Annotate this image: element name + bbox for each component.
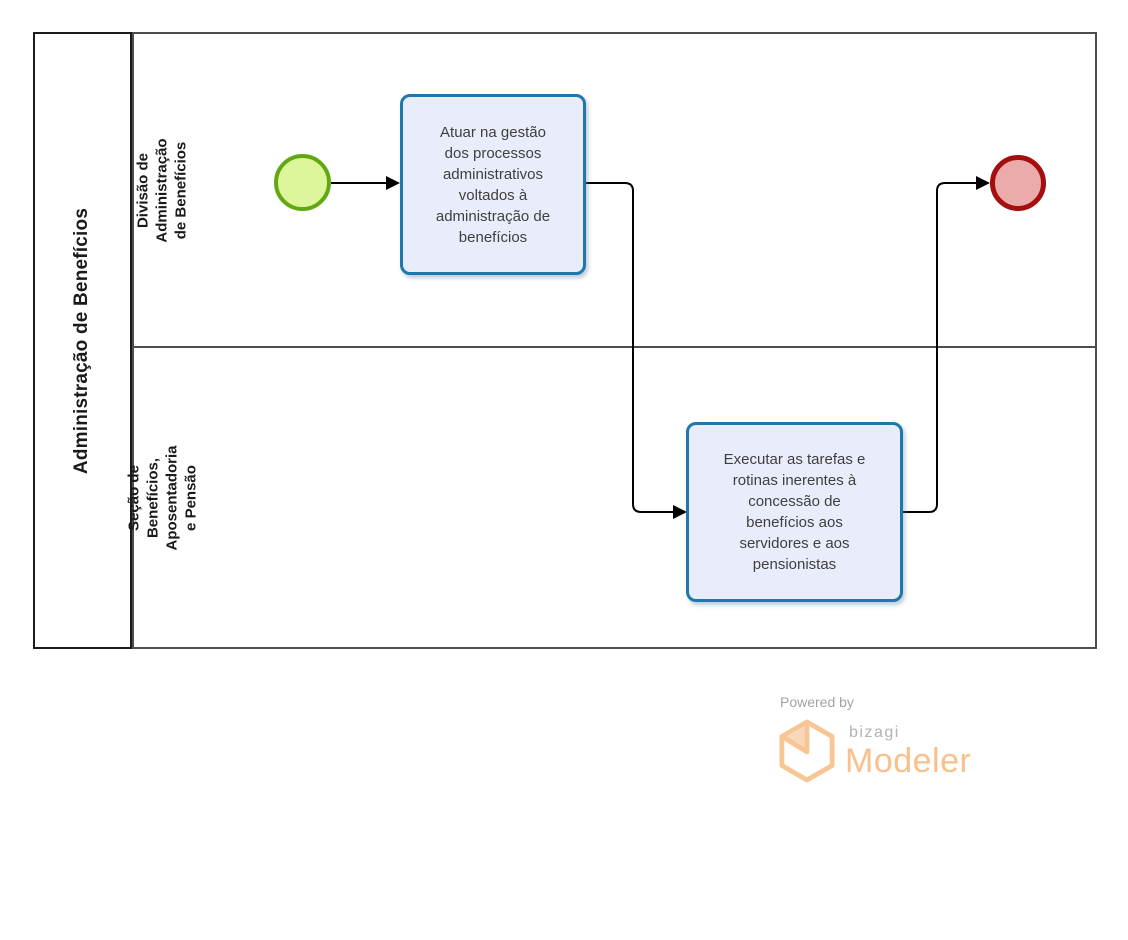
modeler-wordmark: Modeler bbox=[845, 742, 972, 780]
task-atuar-na-gestao: Atuar na gestão dos processos administra… bbox=[400, 94, 586, 275]
lane-label-secao: Seção de Benefícios, Aposentadoria e Pen… bbox=[125, 444, 200, 551]
task-label: Executar as tarefas e rotinas inerentes … bbox=[723, 451, 866, 573]
powered-by-label: Powered by bbox=[780, 694, 854, 710]
start-event bbox=[274, 154, 331, 211]
bizagi-wordmark: bizagi bbox=[849, 724, 900, 741]
pool-lanes-container: Divisão de Administração de Benefícios S… bbox=[125, 32, 1097, 649]
lane-secao-beneficios: Seção de Benefícios, Aposentadoria e Pen… bbox=[125, 348, 1095, 647]
lane-label-strip: Divisão de Administração de Benefícios bbox=[134, 34, 190, 346]
task-label: Atuar na gestão dos processos administra… bbox=[435, 123, 551, 246]
pool-title: Administração de Benefícios bbox=[71, 207, 93, 474]
bizagi-logo-icon bbox=[779, 719, 835, 783]
end-event bbox=[990, 155, 1046, 211]
lane-label-divisao: Divisão de Administração de Benefícios bbox=[134, 137, 190, 243]
lane-label-strip: Seção de Benefícios, Aposentadoria e Pen… bbox=[125, 348, 199, 647]
task-executar-tarefas: Executar as tarefas e rotinas inerentes … bbox=[686, 422, 903, 602]
pool-header: Administração de Benefícios bbox=[33, 32, 132, 649]
